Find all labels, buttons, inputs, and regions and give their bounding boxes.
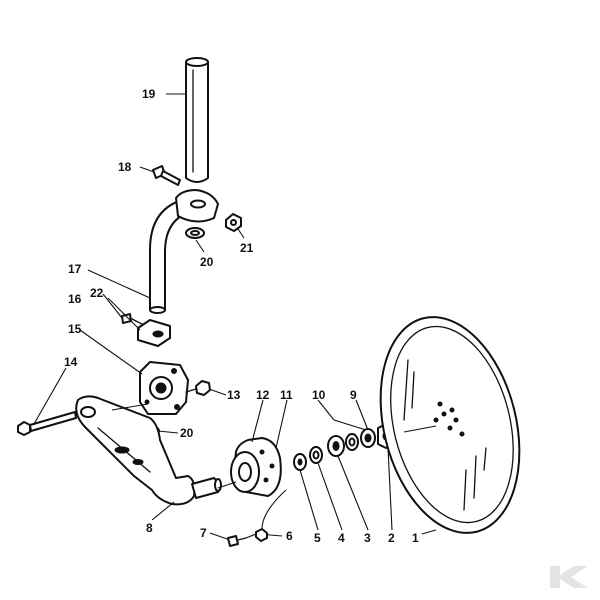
hub-part-12 [230,437,282,497]
bolt-part-18 [152,165,181,186]
bent-arm-part-17 [149,189,219,314]
label-13: 13 [227,388,241,402]
label-19: 19 [142,87,156,101]
disc-part-1 [379,316,521,534]
bearing-housing-part-15 [139,361,189,415]
nut-part-6 [255,528,268,542]
callout-labels: 19 18 20 21 17 22 16 15 14 13 20 12 11 1… [64,87,419,545]
bolt-part-7 [227,535,247,547]
brand-logo-icon [550,566,588,588]
label-20-upper: 20 [200,255,214,269]
crank-arm-part-8 [75,395,222,506]
label-14: 14 [64,355,78,369]
assembly-axis-lines [111,403,437,489]
nut-part-13 [185,380,211,396]
label-20-lower: 20 [180,426,194,440]
washer-part-4 [309,446,323,464]
label-16: 16 [68,292,82,306]
label-5: 5 [314,531,321,545]
tube-part-19 [185,57,209,183]
label-11: 11 [280,388,293,402]
clamp-plate-part-16 [137,319,171,347]
bolt-7-to-nut-6-line [245,533,257,539]
label-7: 7 [200,526,207,540]
label-2: 2 [388,531,395,545]
washer-part-20-upper [185,227,205,239]
label-17: 17 [68,262,82,276]
bearing-part-3 [327,435,345,457]
label-4: 4 [338,531,345,545]
washer-part-5 [293,453,307,471]
label-22: 22 [90,286,104,300]
label-6: 6 [286,529,293,543]
label-18: 18 [118,160,132,174]
label-9: 9 [350,388,357,402]
label-15: 15 [68,322,82,336]
label-1: 1 [412,531,419,545]
leader-lines [33,93,437,541]
washer-set-part-10 [345,428,376,451]
label-21: 21 [240,241,254,255]
label-10: 10 [312,388,326,402]
label-12: 12 [256,388,270,402]
bolt-part-14 [17,411,77,436]
label-3: 3 [364,531,371,545]
nut-part-21 [225,213,242,232]
leader-7-6-to-hub [261,489,287,530]
label-8: 8 [146,521,153,535]
